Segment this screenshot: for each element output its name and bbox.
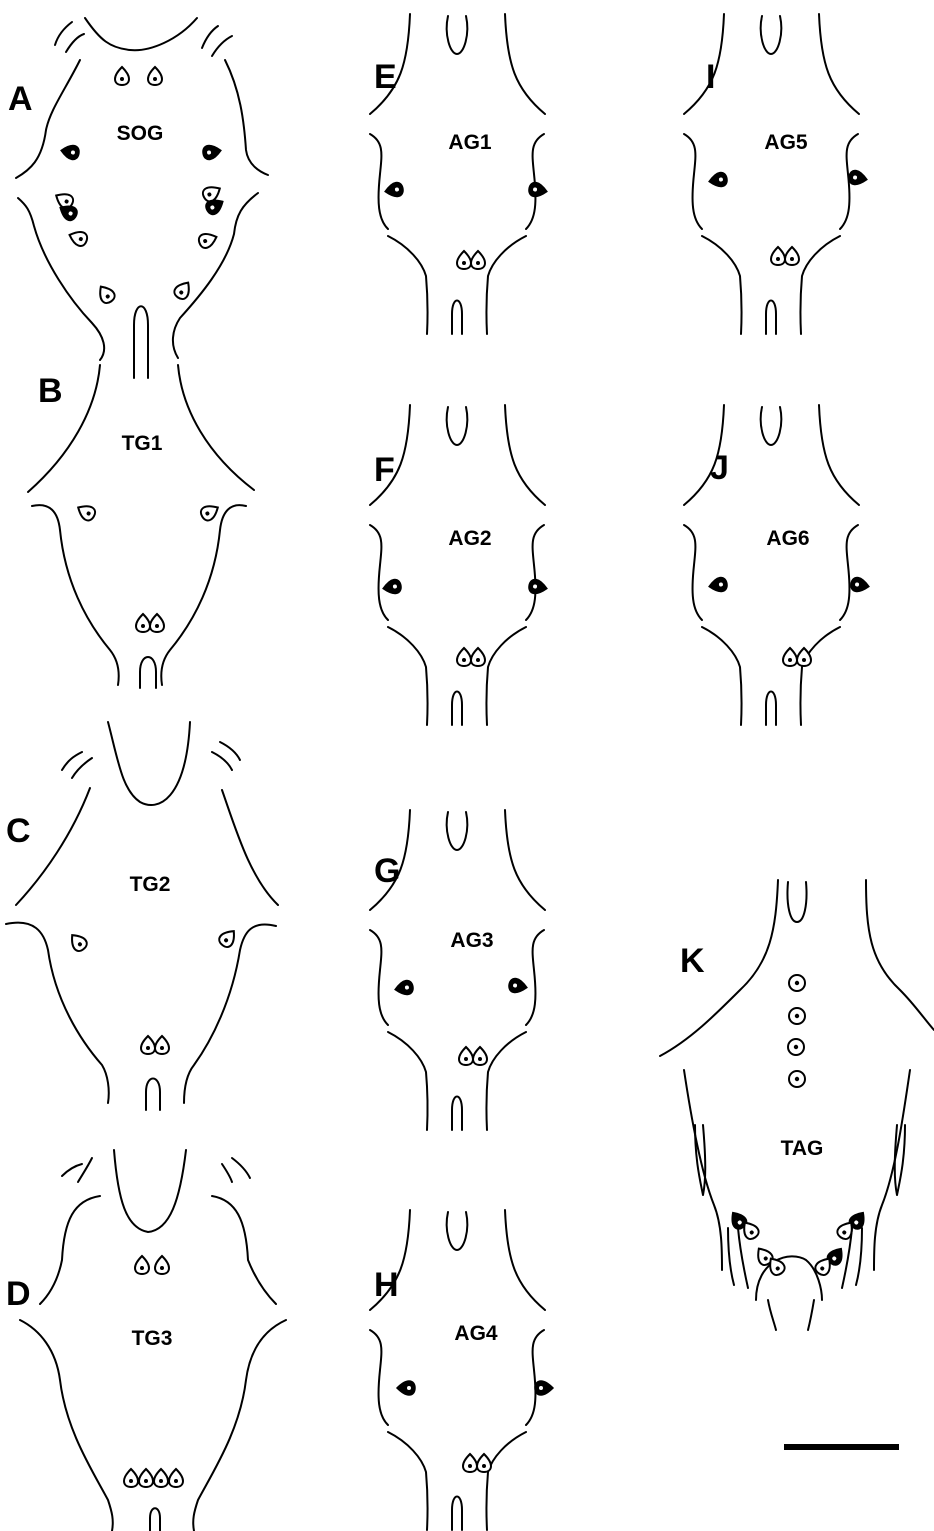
ag4-cell xyxy=(463,1454,477,1472)
panel-a: A SOG xyxy=(8,18,268,378)
panel-letter-a: A xyxy=(8,80,33,118)
panel-letter-d: D xyxy=(6,1275,31,1313)
ag2-cell xyxy=(382,579,402,596)
ag6-cell xyxy=(797,648,811,666)
tg2-cell xyxy=(155,1036,169,1054)
ag6-cell xyxy=(783,648,797,666)
tg3-cell xyxy=(139,1469,153,1487)
ag6-cell xyxy=(708,577,728,594)
tg3-cell xyxy=(124,1469,138,1487)
tag-cell xyxy=(789,1008,805,1024)
sog-outline xyxy=(16,18,268,378)
tg3-cell xyxy=(154,1469,168,1487)
panel-c: C TG2 xyxy=(6,722,278,1110)
panel-letter-h: H xyxy=(374,1266,399,1304)
ganglion-label-tg1: TG1 xyxy=(122,432,163,455)
ganglion-label-ag1: AG1 xyxy=(448,131,492,154)
panel-e: E AG1 xyxy=(370,14,548,334)
panel-h: H AG4 xyxy=(370,1210,553,1530)
ag5-cell xyxy=(708,172,728,189)
tag-cell xyxy=(789,975,805,991)
tg2-cell xyxy=(141,1036,155,1054)
ag4-cell xyxy=(535,1381,553,1395)
ganglion-label-tg2: TG2 xyxy=(130,873,171,896)
scale-bar xyxy=(784,1444,899,1450)
tg1-cell xyxy=(199,501,222,522)
ag5-cell xyxy=(785,247,799,265)
ag3-cell xyxy=(508,978,528,995)
sog-cell xyxy=(60,144,80,161)
panel-letter-f: F xyxy=(374,451,395,489)
ganglion-label-tg3: TG3 xyxy=(132,1327,173,1350)
tg1-cell xyxy=(150,614,164,632)
panel-j: J AG6 xyxy=(684,405,870,725)
ag4-cell xyxy=(397,1381,415,1395)
ag5-cell xyxy=(771,247,785,265)
tg3-cell xyxy=(169,1469,183,1487)
sog-cell xyxy=(172,279,194,302)
sog-cell xyxy=(67,228,89,247)
ganglion-label-ag2: AG2 xyxy=(448,527,491,550)
ag2-cell xyxy=(528,579,548,596)
panel-letter-k: K xyxy=(680,942,705,980)
panel-letter-e: E xyxy=(374,58,397,96)
panel-i: I AG5 xyxy=(684,14,868,334)
ag2-cell xyxy=(471,648,485,666)
tg2-cell xyxy=(67,931,89,954)
tg3-cell xyxy=(155,1256,169,1274)
panel-letter-c: C xyxy=(6,812,31,850)
ag1-cell xyxy=(471,251,485,269)
ganglion-label-ag5: AG5 xyxy=(764,131,808,154)
ag6-cell xyxy=(850,577,870,594)
tag-cell xyxy=(788,1039,804,1055)
tg2-cell xyxy=(217,927,239,950)
panel-b: B TG1 xyxy=(28,365,254,688)
ag1-cell xyxy=(528,182,548,199)
ganglion-label-ag4: AG4 xyxy=(454,1322,498,1345)
sog-cell xyxy=(95,283,117,306)
ganglion-label-tag: TAG xyxy=(781,1137,824,1160)
ganglion-label-sog: SOG xyxy=(117,122,164,145)
panel-f: F AG2 xyxy=(370,405,548,725)
ag5-cell xyxy=(848,170,868,187)
sog-cell xyxy=(115,67,129,85)
ag2-outline xyxy=(370,405,545,725)
panel-g: G AG3 xyxy=(370,810,545,1130)
ag3-cell xyxy=(394,980,414,997)
sog-cell xyxy=(148,67,162,85)
tag-cell xyxy=(789,1071,805,1087)
tg1-outline xyxy=(28,365,254,688)
tg3-cell xyxy=(135,1256,149,1274)
ganglion-label-ag6: AG6 xyxy=(766,527,809,550)
ag3-cell xyxy=(473,1047,487,1065)
ganglion-label-ag3: AG3 xyxy=(450,929,493,952)
ag3-cell xyxy=(459,1047,473,1065)
ag2-cell xyxy=(457,648,471,666)
panel-letter-b: B xyxy=(38,372,63,410)
panel-d: D TG3 xyxy=(6,1150,286,1531)
sog-cell xyxy=(202,144,222,161)
sog-cell xyxy=(197,230,219,249)
panel-k: K TAG xyxy=(660,880,934,1330)
panel-letter-g: G xyxy=(374,852,400,890)
tg1-cell xyxy=(75,501,98,522)
ag1-cell xyxy=(457,251,471,269)
ag4-outline xyxy=(370,1210,545,1530)
ag4-cell xyxy=(477,1454,491,1472)
ag1-cell xyxy=(384,182,404,199)
tg1-cell xyxy=(136,614,150,632)
